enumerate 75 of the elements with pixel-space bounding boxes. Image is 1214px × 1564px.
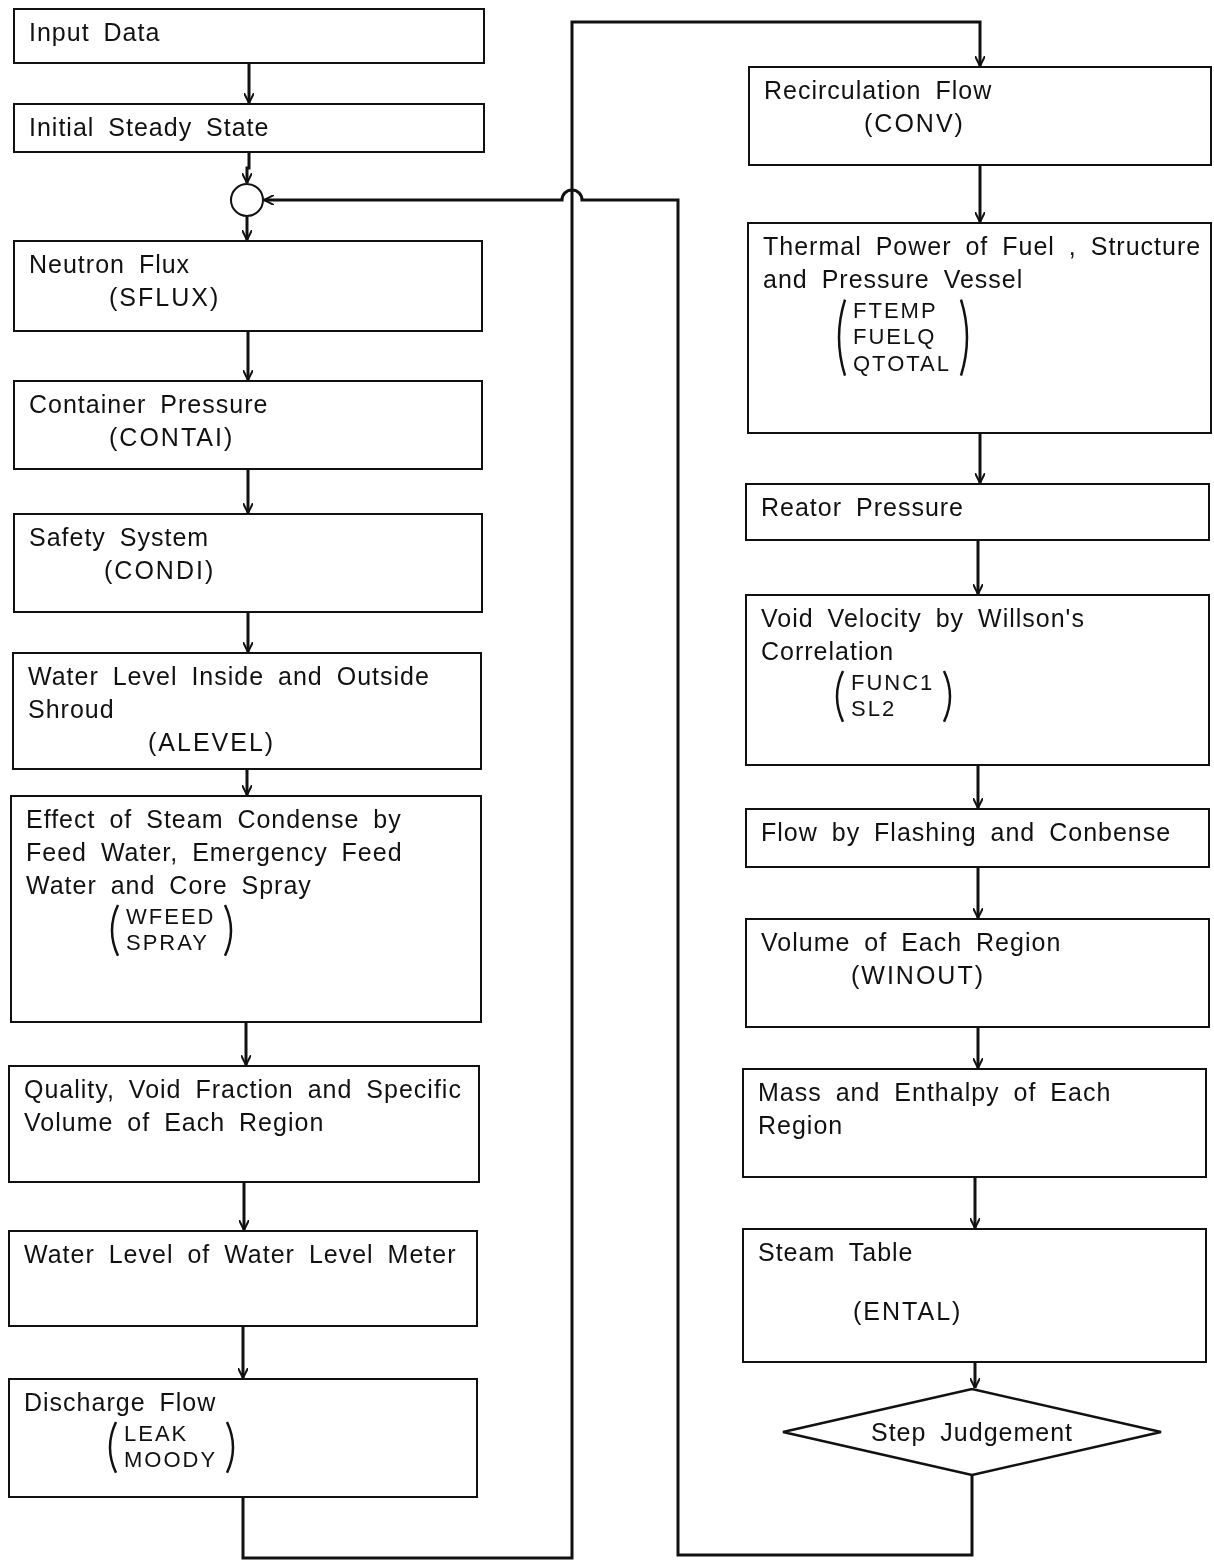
arrow bbox=[969, 1178, 981, 1229]
arrow bbox=[241, 20, 986, 1560]
process-box bbox=[742, 1068, 1207, 1178]
arrow bbox=[238, 1183, 250, 1231]
routine-name: (ENTAL) bbox=[852, 1297, 964, 1326]
decision-diamond bbox=[782, 1388, 1162, 1476]
routine-name: (CONTAI) bbox=[108, 423, 236, 452]
process-box bbox=[747, 222, 1212, 434]
step-title: Initial Steady State bbox=[29, 112, 271, 143]
routine-name: (SFLUX) bbox=[108, 283, 222, 312]
step-title: Volume of Each Region bbox=[761, 927, 1063, 958]
arrow bbox=[241, 153, 253, 184]
junction-circle bbox=[230, 183, 264, 217]
process-box bbox=[745, 918, 1210, 1028]
process-box bbox=[13, 380, 483, 470]
process-box bbox=[745, 594, 1210, 766]
step-title: Effect of Steam Condense by Feed Water, Emergency Feed Water and Core Spray bbox=[26, 804, 404, 901]
process-box bbox=[13, 240, 483, 332]
routine-name: FUELQ bbox=[853, 324, 938, 351]
step-title: Neutron Flux bbox=[29, 249, 192, 280]
decision-label: Step Judgement bbox=[870, 1416, 1074, 1448]
arrow bbox=[237, 1327, 249, 1379]
step-title: Flow by Flashing and Conbense bbox=[761, 817, 1173, 848]
arrow bbox=[242, 613, 254, 653]
arrow bbox=[974, 434, 986, 484]
routine-name: LEAK bbox=[124, 1421, 190, 1448]
routine-name: MOODY bbox=[124, 1447, 218, 1474]
step-title: Input Data bbox=[29, 17, 162, 48]
step-title: Mass and Enthalpy of Each Region bbox=[758, 1077, 1113, 1141]
step-title: Container Pressure bbox=[29, 389, 270, 420]
process-box bbox=[748, 66, 1212, 166]
step-title: Water Level of Water Level Meter bbox=[24, 1239, 458, 1270]
process-box bbox=[745, 483, 1210, 541]
process-box bbox=[13, 8, 485, 64]
step-title: Quality, Void Fraction and Specific Volume of Each Region bbox=[24, 1074, 463, 1138]
routine-name: FUNC1 bbox=[851, 670, 935, 697]
arrow bbox=[240, 1023, 252, 1066]
routine-name: (WINOUT) bbox=[850, 961, 987, 990]
step-title: Discharge Flow bbox=[24, 1387, 218, 1418]
arrow bbox=[972, 1028, 984, 1069]
arrow bbox=[242, 332, 254, 381]
process-box bbox=[10, 795, 482, 1023]
routine-name: (CONDI) bbox=[103, 556, 217, 585]
step-title: Void Velocity by Willson's Correlation bbox=[761, 603, 1086, 667]
step-title: Water Level Inside and Outside Shroud bbox=[28, 661, 431, 725]
step-title: Safety System bbox=[29, 522, 211, 553]
arrow bbox=[974, 166, 986, 223]
step-title: Reator Pressure bbox=[761, 492, 966, 523]
arrow bbox=[972, 868, 984, 919]
arrow bbox=[263, 189, 974, 1557]
process-box bbox=[8, 1065, 480, 1183]
arrow bbox=[972, 766, 984, 809]
routine-name: SL2 bbox=[851, 696, 898, 723]
process-box bbox=[8, 1378, 478, 1498]
arrow bbox=[241, 770, 253, 796]
routine-name: WFEED bbox=[126, 904, 216, 931]
arrow bbox=[241, 217, 253, 241]
routine-name: (ALEVEL) bbox=[147, 728, 277, 757]
routine-name: (CONV) bbox=[863, 109, 966, 138]
process-box bbox=[12, 652, 482, 770]
process-box bbox=[13, 103, 485, 153]
routine-name: QTOTAL bbox=[853, 350, 951, 378]
step-title: Thermal Power of Fuel , Structure and Pressure Vessel bbox=[763, 231, 1202, 295]
process-box bbox=[8, 1230, 478, 1327]
arrow bbox=[243, 64, 255, 104]
routine-name: SPRAY bbox=[126, 930, 210, 957]
step-title: Steam Table bbox=[758, 1237, 915, 1268]
arrow bbox=[972, 541, 984, 595]
routine-name: FTEMP bbox=[853, 298, 939, 325]
process-box bbox=[745, 808, 1210, 868]
arrow bbox=[969, 1363, 981, 1389]
process-box bbox=[742, 1228, 1207, 1363]
arrow bbox=[242, 470, 254, 514]
step-title: Recirculation Flow bbox=[764, 75, 994, 106]
process-box bbox=[13, 513, 483, 613]
